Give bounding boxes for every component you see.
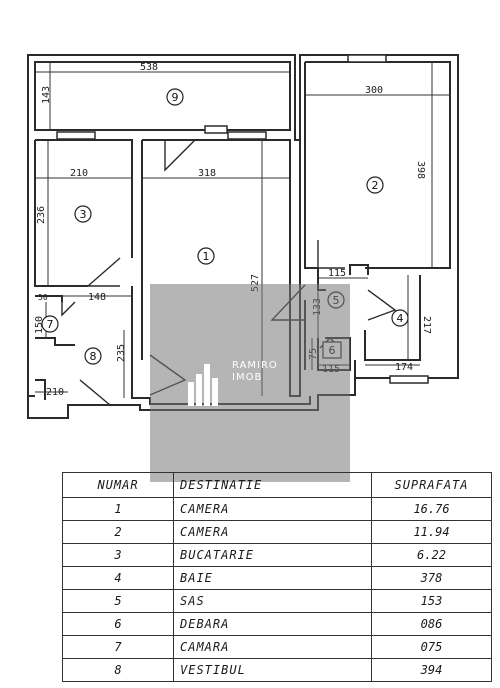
dim-538: 538 [140,62,158,73]
room-label-1: 1 [203,250,210,263]
cell-numar: 7 [62,635,174,659]
dim-300: 300 [365,85,383,96]
header-suprafata: SUPRAFATA [371,472,492,498]
dim-398: 398 [415,161,426,179]
window [227,131,267,140]
cell-numar: 6 [62,612,174,636]
door-swing [79,379,112,406]
watermark-line1: RAMIRO [232,360,278,371]
room-label-9: 9 [172,91,179,104]
window [389,375,429,384]
cell-suprafata: 153 [371,589,492,613]
window [204,125,228,134]
cell-suprafata: 378 [371,566,492,590]
cell-destinatie: SAS [173,589,372,613]
cell-destinatie: BUCATARIE [173,543,372,567]
room-label-4: 4 [397,312,404,325]
cell-numar: 3 [62,543,174,567]
room-label-8: 8 [90,350,97,363]
room-marker-4 [391,309,409,327]
header-destinatie: DESTINATIE [173,472,372,498]
dim-174: 174 [395,362,413,373]
dim-50: 50 [38,293,48,302]
door-swing [86,257,121,287]
room-marker-7 [41,315,59,333]
dim-150: 150 [34,316,45,334]
cell-suprafata: 6.22 [371,543,492,567]
cell-numar: 2 [62,520,174,544]
outer-wall [27,54,459,419]
vestibule-wall [28,379,46,400]
dim-235: 235 [116,344,127,362]
door-swing [61,301,76,317]
dim-115: 115 [328,268,346,279]
watermark-overlay [150,284,350,482]
dim-217: 217 [421,316,432,334]
room-label-7: 7 [47,318,54,331]
room-marker-9 [166,88,184,106]
dim-148: 148 [88,292,106,303]
cell-suprafata: 11.94 [371,520,492,544]
room-label-3: 3 [80,208,87,221]
cell-suprafata: 16.76 [371,497,492,521]
room-marker-1 [197,247,215,265]
cell-numar: 5 [62,589,174,613]
cell-numar: 4 [62,566,174,590]
window [347,54,387,63]
dim-236: 236 [36,206,47,224]
watermark-line2: IMOB [232,372,263,383]
dim-210: 210 [70,168,88,179]
cell-suprafata: 086 [371,612,492,636]
door-swing [367,289,397,321]
kitchen-wall [34,139,133,287]
cell-numar: 8 [62,658,174,682]
cell-destinatie: CAMERA [173,520,372,544]
cell-destinatie: BAIE [173,566,372,590]
dim-143: 143 [41,86,52,104]
table-header-row: NUMAR DESTINATIE SUPRAFATA [62,472,492,498]
cell-destinatie: VESTIBUL [173,658,372,682]
header-numar: NUMAR [62,472,174,498]
outer-wall-inner [34,61,291,131]
dim-210b: 210 [46,387,64,398]
cell-destinatie: CAMERA [173,497,372,521]
cell-suprafata: 394 [371,658,492,682]
wall [304,62,318,269]
dim-318: 318 [198,168,216,179]
watermark-text: RAMIRO IMOB [232,360,278,384]
room-label-2: 2 [372,179,379,192]
cell-suprafata: 075 [371,635,492,659]
dim-527: 527 [250,274,261,292]
cell-destinatie: DEBARA [173,612,372,636]
room-marker-3 [74,205,92,223]
door-swing [317,240,345,269]
room-marker-2 [366,176,384,194]
room-marker-8 [84,347,102,365]
door-swing [164,139,196,172]
window [56,131,96,140]
cell-numar: 1 [62,497,174,521]
ramiro-logo-icon [188,364,218,406]
cell-destinatie: CAMARA [173,635,372,659]
